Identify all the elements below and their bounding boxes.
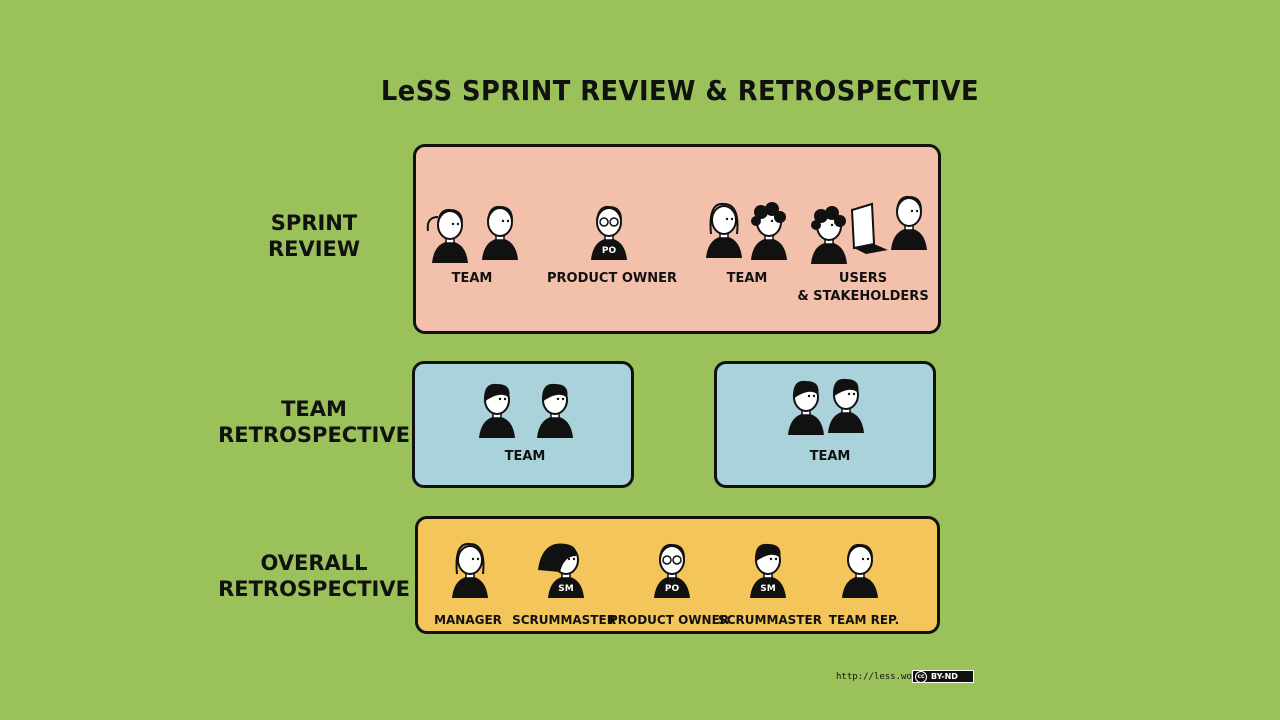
row-label-line: RETROSPECTIVE: [218, 577, 410, 601]
caption-team-right: TEAM: [809, 449, 851, 464]
license-badge[interactable]: cc BY-ND: [912, 670, 974, 683]
team-retro-panel-right: TEAM: [714, 361, 936, 488]
cc-icon: cc: [915, 670, 927, 683]
row-label-line: RETROSPECTIVE: [218, 423, 410, 447]
row-label-line: SPRINT: [270, 211, 358, 235]
overall-retro-panel: MANAGER SCRUMMASTER PRODUCT OWNER SCRUMM…: [415, 516, 940, 634]
sprint-review-panel: TEAM PRODUCT OWNER TEAM USERS & STAKEHOL…: [413, 144, 941, 334]
license-text: BY-ND: [931, 672, 958, 681]
team-retro-panel-left: TEAM: [412, 361, 634, 488]
row-label-line: OVERALL: [260, 551, 368, 575]
row-label-sprint-review: SPRINT REVIEW: [214, 210, 414, 262]
row-label-line: REVIEW: [267, 237, 361, 261]
caption-users: USERS: [838, 271, 888, 286]
caption-product-owner: PRODUCT OWNER: [546, 271, 678, 286]
caption-team-1: TEAM: [451, 271, 493, 286]
row-label-line: TEAM: [281, 397, 347, 421]
caption-stakeholders: & STAKEHOLDERS: [797, 289, 929, 304]
row-label-team-retro: TEAM RETROSPECTIVE: [214, 396, 414, 448]
diagram-title: LeSS SPRINT REVIEW & RETROSPECTIVE: [380, 74, 980, 107]
caption-scrummaster-2: SCRUMMASTER: [718, 613, 822, 627]
caption-team-2: TEAM: [726, 271, 768, 286]
caption-team-left: TEAM: [504, 449, 546, 464]
row-label-overall-retro: OVERALL RETROSPECTIVE: [214, 550, 414, 602]
footer-url[interactable]: http://less.works: [836, 672, 929, 682]
caption-product-owner-2: PRODUCT OWNER: [608, 613, 730, 627]
caption-scrummaster-1: SCRUMMASTER: [512, 613, 616, 627]
caption-team-rep: TEAM REP.: [828, 613, 900, 627]
caption-manager: MANAGER: [434, 613, 502, 627]
